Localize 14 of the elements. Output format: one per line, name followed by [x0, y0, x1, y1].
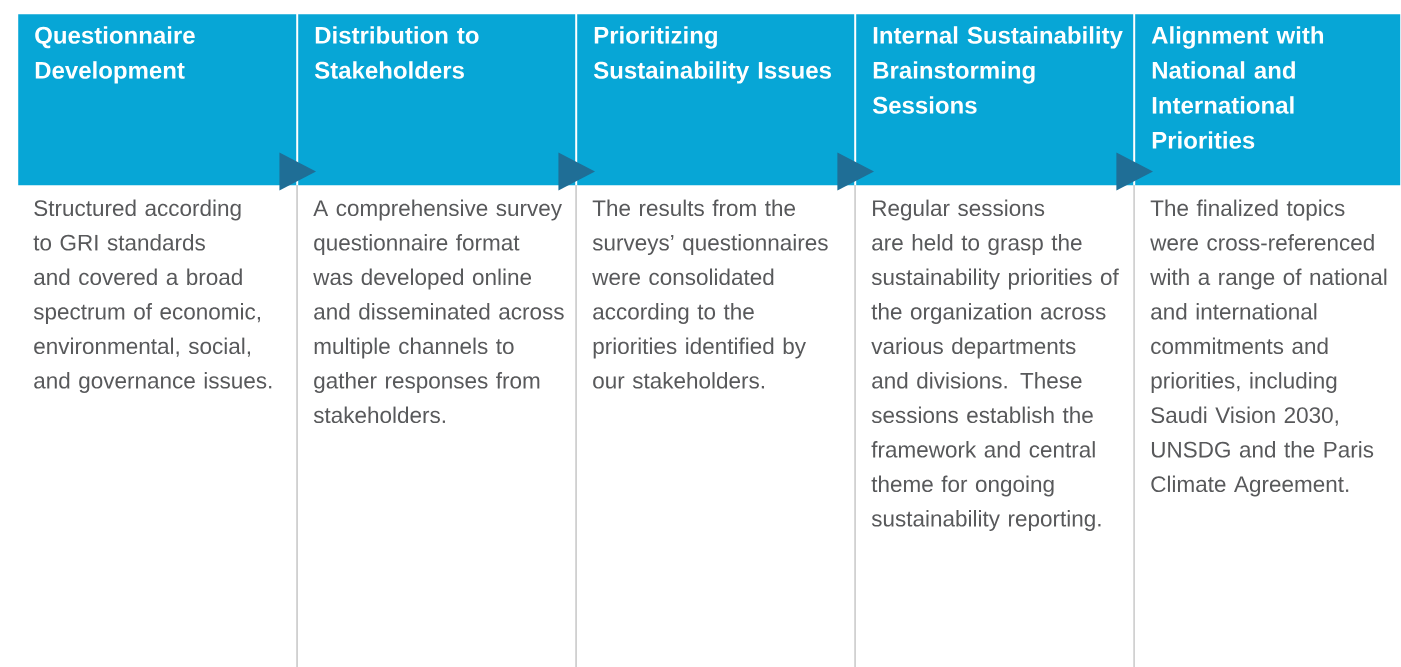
step-title: Questionnaire Development: [35, 26, 195, 84]
step-title: Alignment with National and International Priorities: [1151, 26, 1324, 149]
arrow: [558, 152, 595, 191]
step-description: The finalized topics were cross-referenced with a range of national and international commitments and priorities, including Saudi Vision 2030, UNSDG and the Paris Climate Agreement.: [1150, 199, 1387, 497]
step-title: Prioritizing Sustainability Issues: [593, 26, 831, 84]
arrow: [1116, 152, 1153, 191]
step-title: Distribution to Stakeholders: [314, 26, 479, 79]
step-description: A comprehensive survey questionnaire format was developed online and disseminated across multiple channels to gather responses from stakeholders.: [313, 199, 564, 424]
arrow: [279, 152, 316, 191]
step-description: The results from the surveys’ questionnaires were consolidated according to the priorities identified by our stakeholders.: [592, 199, 828, 389]
step-description: Structured according to GRI standards and covered a broad spectrum of economic, environmental, social, and governance issues.: [33, 199, 272, 394]
step-description: Regular sessions are held to grasp the sustainability priorities of the organization across various departments and divisions. These sessions establish the framework and central theme for ongoing sustainability reporting.: [871, 199, 1119, 532]
step-title: Internal Sustainability Brainstorming Sessions: [872, 26, 1123, 114]
arrow: [837, 152, 874, 191]
